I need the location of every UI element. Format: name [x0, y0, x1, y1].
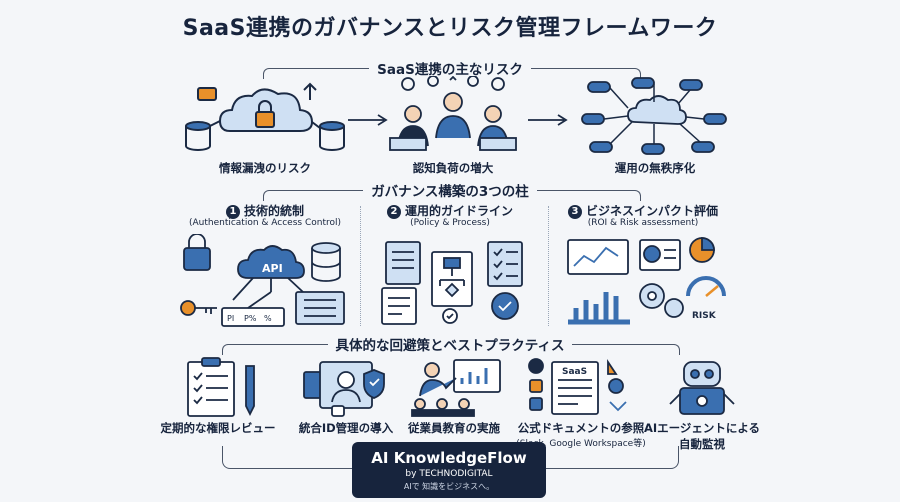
practice-sub-docs: (Slack, Google Workspace等) — [516, 439, 646, 449]
arrow-icon — [348, 114, 388, 126]
robot-icon — [669, 361, 735, 415]
brand-name: AI KnowledgeFlow — [371, 449, 527, 467]
pillar-divider — [548, 206, 549, 326]
practice-label-ai: AIエージェントによる 自動監視 — [643, 421, 761, 451]
tag-p-percent: P% — [244, 314, 257, 323]
training-icon — [411, 359, 501, 417]
pillar-number: 3 — [567, 205, 582, 219]
risks-heading: SaaS連携の主なリスク — [0, 58, 900, 78]
pillars-heading: ガバナンス構築の3つの柱 — [0, 180, 900, 200]
checklist-pen-icon — [187, 357, 255, 417]
practice-label-id: 統合ID管理の導入 — [298, 421, 394, 435]
id-management-icon — [303, 361, 385, 417]
tag-percent: % — [264, 314, 272, 323]
pillar-sub-ops: (Policy & Process) — [410, 218, 490, 228]
api-access-icon: API PI P% % — [180, 234, 345, 327]
pillar-sub-biz: (ROI & Risk assessment) — [587, 218, 699, 228]
official-docs-icon: SaaS — [528, 358, 627, 415]
tag-pi: PI — [227, 314, 234, 323]
page-title: SaaS連携のガバナンスとリスク管理フレームワーク — [182, 16, 718, 41]
flow-line-left — [222, 446, 353, 469]
chain-cloud-icon — [581, 77, 727, 155]
pillar-sub-tech: (Authentication & Access Control) — [188, 218, 342, 228]
pillar-divider — [360, 206, 361, 326]
people-overload-icon — [389, 76, 517, 151]
roi-risk-icon: RISK — [567, 237, 726, 325]
risk-label-leak: 情報漏洩のリスク — [219, 161, 311, 175]
policy-flow-icon — [381, 241, 523, 325]
pillar-number: 2 — [386, 205, 401, 219]
flow-line-right — [546, 446, 679, 469]
arrow-icon — [528, 114, 568, 126]
pillar-number: 1 — [225, 205, 240, 219]
cloud-lock-icon — [185, 82, 345, 151]
doc-saas-text: SaaS — [562, 367, 587, 377]
practice-label-docs: 公式ドキュメントの参照 (Slack, Google Workspace等) — [506, 420, 656, 449]
api-text: API — [262, 262, 283, 275]
practices-heading: 具体的な回避策とベストプラクティス — [0, 334, 900, 354]
risk-label-cognitive: 認知負荷の増大 — [412, 161, 494, 175]
risk-text: RISK — [692, 311, 717, 321]
risk-label-chaos: 運用の無秩序化 — [614, 161, 696, 175]
practice-label-education: 従業員教育の実施 — [408, 421, 500, 435]
brand-by: by TECHNODIGITAL — [405, 469, 493, 479]
practice-label-review: 定期的な権限レビュー — [160, 421, 276, 435]
brand-tagline: AIで 知識をビジネスへ。 — [403, 482, 495, 491]
brand-box: AI KnowledgeFlow by TECHNODIGITAL AIで 知識… — [352, 442, 546, 498]
